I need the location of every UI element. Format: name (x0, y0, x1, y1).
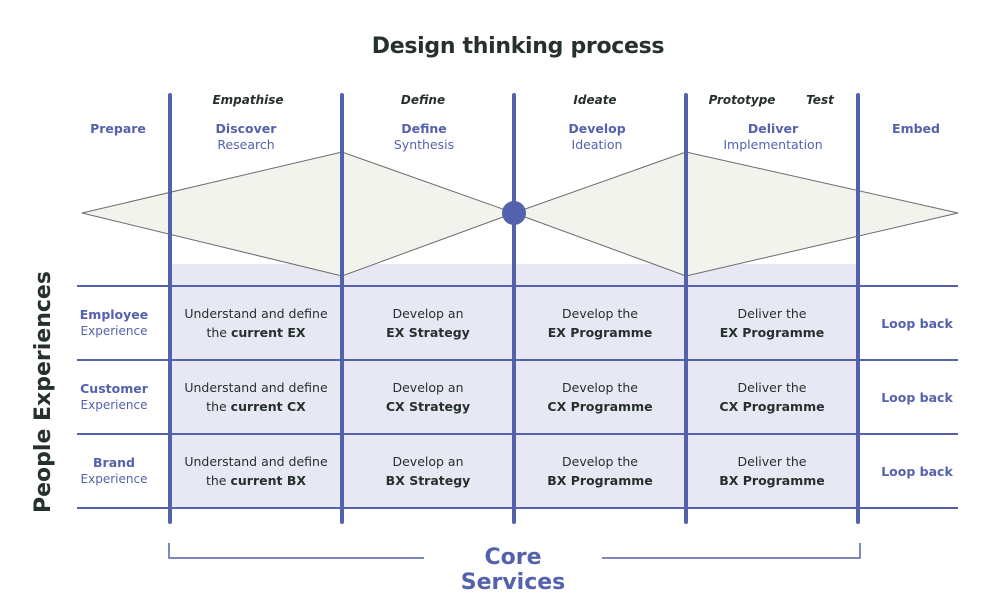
row-label-brand: Brand Experience (66, 454, 162, 488)
cell-prefix: the (206, 325, 231, 340)
cell-emphasis: BX Programme (547, 473, 653, 488)
page-title: Design thinking process (371, 34, 665, 59)
stage-subtitle: Research (217, 137, 275, 152)
loop-back-label: Loop back (881, 316, 953, 331)
cell-line: Understand and define (184, 454, 328, 469)
stage-title: Deliver (747, 121, 799, 136)
cell-line: Understand and define (184, 380, 328, 395)
cell-emphasis: EX Strategy (386, 325, 470, 340)
row-label-title: Customer (80, 381, 148, 396)
grid-cell: Deliver the EX Programme (688, 304, 856, 342)
row-label-subtitle: Experience (80, 398, 148, 412)
stage-title: Develop (568, 121, 626, 136)
stage-title: Embed (892, 121, 940, 136)
row-label-subtitle: Experience (80, 472, 148, 486)
cell-emphasis: current BX (230, 473, 306, 488)
cell-line: Deliver the (737, 454, 807, 469)
grid-cell: Develop an EX Strategy (344, 304, 512, 342)
cell-emphasis: current CX (230, 399, 306, 414)
grid-cell: Develop the BX Programme (516, 452, 684, 490)
cell-line: Deliver the (737, 306, 807, 321)
grid-cell: Develop the CX Programme (516, 378, 684, 416)
stage-develop: Develop Ideation (537, 121, 657, 153)
cell-line: Develop an (392, 380, 464, 395)
grid-cell: Understand and define the current EX (172, 304, 340, 342)
cell-emphasis: current EX (230, 325, 306, 340)
diamond-left (81, 151, 516, 277)
stage-title: Define (401, 121, 447, 136)
cell-emphasis: EX Programme (719, 325, 825, 340)
stage-subtitle: Implementation (723, 137, 823, 152)
stage-title: Discover (215, 121, 277, 136)
grid-cell: Develop an CX Strategy (344, 378, 512, 416)
cell-emphasis: BX Programme (719, 473, 825, 488)
cell-emphasis: BX Strategy (385, 473, 471, 488)
grid-cell: Understand and define the current BX (172, 452, 340, 490)
cell-emphasis: EX Programme (547, 325, 653, 340)
row-dividers (77, 285, 958, 509)
row-label-customer: Customer Experience (66, 380, 162, 414)
stage-title: Prepare (90, 121, 146, 136)
cell-emphasis: CX Strategy (385, 399, 471, 414)
column-dividers (168, 93, 860, 524)
phase-ideate: Ideate (573, 93, 617, 107)
phase-define: Define (400, 93, 446, 107)
stage-discover: Discover Research (186, 121, 306, 153)
core-services-label: Core Services (424, 545, 602, 595)
stage-subtitle: Ideation (571, 137, 623, 152)
stage-prepare: Prepare (68, 121, 168, 137)
diamond-right (512, 151, 959, 277)
phase-prototype: Prototype (708, 93, 776, 107)
cell-line: Deliver the (737, 380, 807, 395)
cell-line: Develop the (562, 454, 638, 469)
cell-prefix: the (206, 399, 231, 414)
stage-define: Define Synthesis (364, 121, 484, 153)
row-label-subtitle: Experience (80, 324, 148, 338)
cell-line: Develop an (392, 454, 464, 469)
cell-prefix: the (205, 473, 231, 488)
stage-subtitle: Synthesis (393, 137, 455, 152)
phase-test: Test (806, 93, 834, 107)
cell-line: Develop the (562, 306, 638, 321)
row-label-title: Brand (93, 455, 135, 470)
stage-embed: Embed (866, 121, 966, 137)
cell-line: Develop the (562, 380, 638, 395)
cell-line: Develop an (392, 306, 464, 321)
phase-empathise: Empathise (212, 93, 284, 107)
cell-emphasis: CX Programme (719, 399, 825, 414)
cell-emphasis: CX Programme (547, 399, 653, 414)
stage-deliver: Deliver Implementation (703, 121, 843, 153)
convergence-point-icon (502, 201, 526, 225)
grid-cell: Develop an BX Strategy (344, 452, 512, 490)
grid-cell: Understand and define the current CX (172, 378, 340, 416)
row-label-employee: Employee Experience (66, 306, 162, 340)
grid-cell: Develop the EX Programme (516, 304, 684, 342)
row-label-title: Employee (79, 307, 149, 322)
loop-back-label: Loop back (881, 464, 953, 479)
grid-cell: Deliver the CX Programme (688, 378, 856, 416)
side-label: People Experiences (31, 271, 56, 513)
loop-back-label: Loop back (881, 390, 953, 405)
grid-cell: Deliver the BX Programme (688, 452, 856, 490)
cell-line: Understand and define (184, 306, 328, 321)
